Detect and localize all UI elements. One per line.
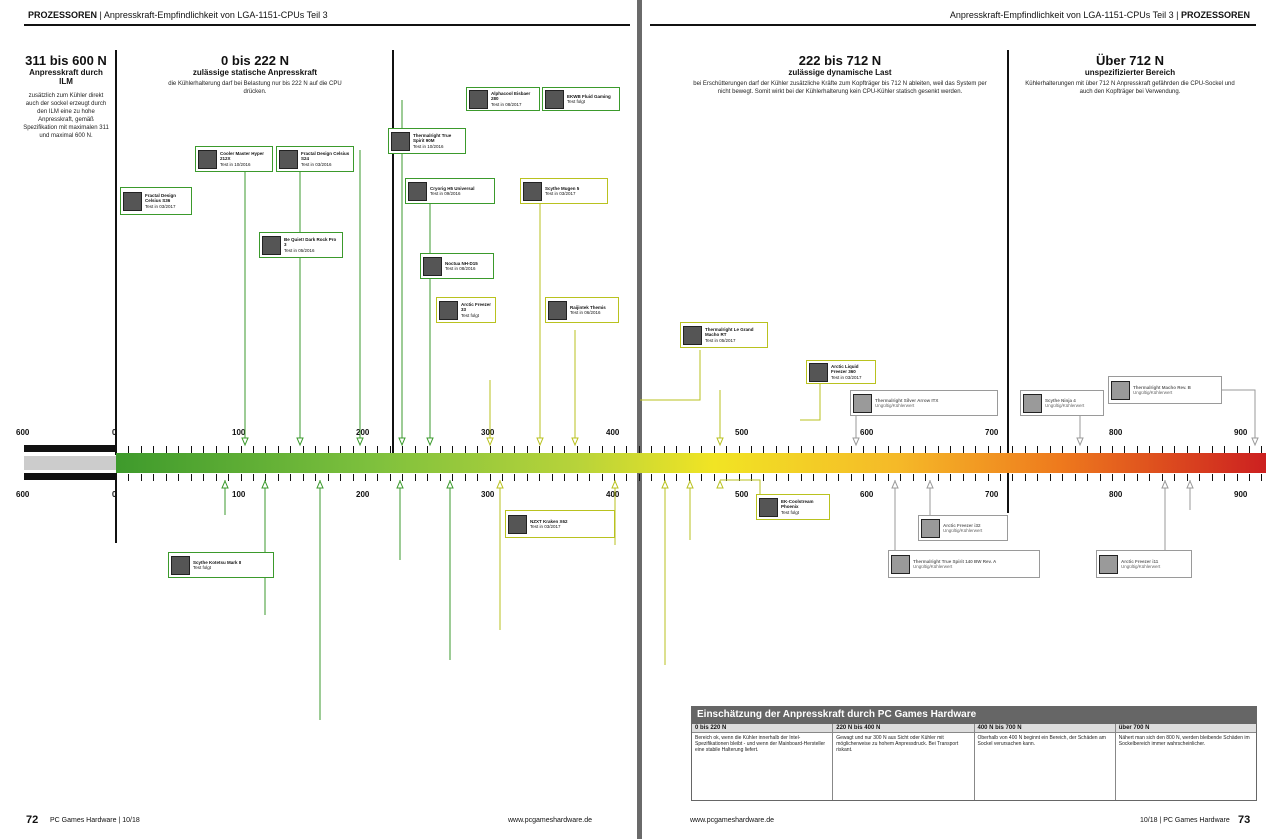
- column-header: 0 bis 220 N: [692, 724, 832, 733]
- cooler-box: Thermalright True Spirit 90MTest in 10/2…: [388, 128, 466, 154]
- cooler-note: Test in 08/2017: [491, 102, 522, 107]
- cooler-image: [809, 363, 828, 382]
- cooler-box: Cryorig H5 UniversalTest in 09/2016: [405, 178, 495, 204]
- column-text: Bereich ok, wenn die Kühler innerhalb de…: [692, 733, 832, 755]
- cooler-name: Arctic Liquid Freezer 360: [831, 364, 873, 375]
- cooler-name: Thermalright True Spirit 90M: [413, 133, 463, 144]
- cooler-note: Ungültig/Kühlerwert: [913, 564, 952, 569]
- cooler-note: Test folgt: [193, 565, 211, 570]
- cooler-image: [508, 515, 527, 534]
- column-header: über 700 N: [1116, 724, 1256, 733]
- cooler-image: [262, 236, 281, 255]
- cooler-box: Arctic Freezer 33Test folgt: [436, 297, 496, 323]
- cooler-box: NZXT Kraken X62Test in 03/2017: [505, 510, 615, 538]
- cooler-image: [123, 192, 142, 211]
- cooler-image: [545, 90, 564, 109]
- cooler-note: Test in 03/2016: [301, 162, 332, 167]
- cooler-name: Fractal Design Celsius S24: [301, 151, 351, 162]
- column-text: Gewagt und nur 300 N aus Sicht oder Kühl…: [833, 733, 973, 755]
- cooler-note: Ungültig/Kühlerwert: [1045, 403, 1084, 408]
- cooler-image: [759, 498, 778, 517]
- cooler-note: Test in 10/2016: [413, 144, 444, 149]
- cooler-note: Ungültig/Kühlerwert: [943, 528, 982, 533]
- cooler-box: Thermalright Silver Arrow ITXUngültig/Kü…: [850, 390, 998, 416]
- page-number-left: 72: [26, 814, 38, 826]
- cooler-note: Ungültig/Kühlerwert: [875, 403, 914, 408]
- cooler-box: Be Quiet! Dark Rock Pro 3Test in 05/2016: [259, 232, 343, 258]
- assessment-column: 400 N bis 700 NOberhalb von 400 N beginn…: [975, 724, 1116, 800]
- assessment-table-title: Einschätzung der Anpresskraft durch PC G…: [691, 706, 1257, 723]
- cooler-note: Test in 05/2016: [284, 248, 315, 253]
- cooler-note: Test in 05/2017: [705, 338, 736, 343]
- cooler-note: Test in 03/2017: [145, 204, 176, 209]
- cooler-box: Noctua NH-D15Test in 08/2016: [420, 253, 494, 279]
- cooler-image: [198, 150, 217, 169]
- cooler-image: [439, 301, 458, 320]
- cooler-name: Alphacool Eisbaer 280: [491, 91, 537, 102]
- cooler-image: [1111, 381, 1130, 400]
- cooler-note: Test folgt: [567, 99, 585, 104]
- cooler-image: [921, 519, 940, 538]
- column-header: 400 N bis 700 N: [975, 724, 1115, 733]
- cooler-name: Arctic Freezer 33: [461, 302, 493, 313]
- cooler-box: Thermalright Le Grand Macho RTTest in 05…: [680, 322, 768, 348]
- cooler-image: [279, 150, 298, 169]
- cooler-note: Test in 10/2016: [220, 162, 251, 167]
- cooler-image: [423, 257, 442, 276]
- column-header: 220 N bis 400 N: [833, 724, 973, 733]
- cooler-image: [853, 394, 872, 413]
- footer-left-url: www.pcgameshardware.de: [508, 817, 592, 824]
- footer-right-url: www.pcgameshardware.de: [690, 817, 774, 824]
- cooler-image: [523, 182, 542, 201]
- cooler-note: Test folgt: [461, 313, 479, 318]
- cooler-box: Thermalright Macho Rev. BUngültig/Kühler…: [1108, 376, 1222, 404]
- cooler-name: Thermalright Le Grand Macho RT: [705, 327, 765, 338]
- cooler-note: Test in 06/2016: [570, 310, 601, 315]
- cooler-image: [171, 556, 190, 575]
- cooler-note: Test in 03/2017: [530, 524, 561, 529]
- cooler-note: Test in 09/2016: [430, 191, 461, 196]
- cooler-note: Test folgt: [781, 510, 799, 515]
- column-text: Nähert man sich den 800 N, werden bleibe…: [1116, 733, 1256, 749]
- assessment-table: 0 bis 220 NBereich ok, wenn die Kühler i…: [691, 723, 1257, 801]
- cooler-box: Scythe Kotetsu Mark IITest folgt: [168, 552, 274, 578]
- cooler-image: [548, 301, 567, 320]
- footer-left-text: PC Games Hardware | 10/18: [50, 817, 140, 824]
- cooler-box: Arctic Freezer i11Ungültig/Kühlerwert: [1096, 550, 1192, 578]
- cooler-image: [408, 182, 427, 201]
- cooler-note: Test in 08/2016: [445, 266, 476, 271]
- cooler-name: Fractal Design Celsius S36: [145, 193, 189, 204]
- cooler-image: [469, 90, 488, 109]
- cooler-box: Fractal Design Celsius S24Test in 03/201…: [276, 146, 354, 172]
- cooler-image: [683, 326, 702, 345]
- cooler-box: EKWB Fluid GamingTest folgt: [542, 87, 620, 111]
- assessment-column: 220 N bis 400 NGewagt und nur 300 N aus …: [833, 724, 974, 800]
- cooler-note: Test in 03/2017: [545, 191, 576, 196]
- cooler-note: Ungültig/Kühlerwert: [1133, 390, 1172, 395]
- cooler-box: Arctic Freezer i32Ungültig/Kühlerwert: [918, 515, 1008, 541]
- cooler-box: Alphacool Eisbaer 280Test in 08/2017: [466, 87, 540, 111]
- column-text: Oberhalb von 400 N beginnt ein Bereich, …: [975, 733, 1115, 749]
- cooler-name: Be Quiet! Dark Rock Pro 3: [284, 237, 340, 248]
- cooler-image: [1099, 555, 1118, 574]
- cooler-note: Test in 03/2017: [831, 375, 862, 380]
- footer-right-text: 10/18 | PC Games Hardware: [1140, 817, 1230, 824]
- cooler-image: [391, 132, 410, 151]
- cooler-box: Fractal Design Celsius S36Test in 03/201…: [120, 187, 192, 215]
- cooler-image: [891, 555, 910, 574]
- page-number-right: 73: [1238, 814, 1250, 826]
- assessment-column: über 700 NNähert man sich den 800 N, wer…: [1116, 724, 1256, 800]
- cooler-note: Ungültig/Kühlerwert: [1121, 564, 1160, 569]
- cooler-box: Cooler Master Hyper 212XTest in 10/2016: [195, 146, 273, 172]
- cooler-name: EK-Coolstream Phoenix: [781, 499, 827, 510]
- cooler-box: Raijintek ThemisTest in 06/2016: [545, 297, 619, 323]
- cooler-box: Scythe Ninja 4Ungültig/Kühlerwert: [1020, 390, 1104, 416]
- cooler-image: [1023, 394, 1042, 413]
- cooler-name: Cooler Master Hyper 212X: [220, 151, 270, 162]
